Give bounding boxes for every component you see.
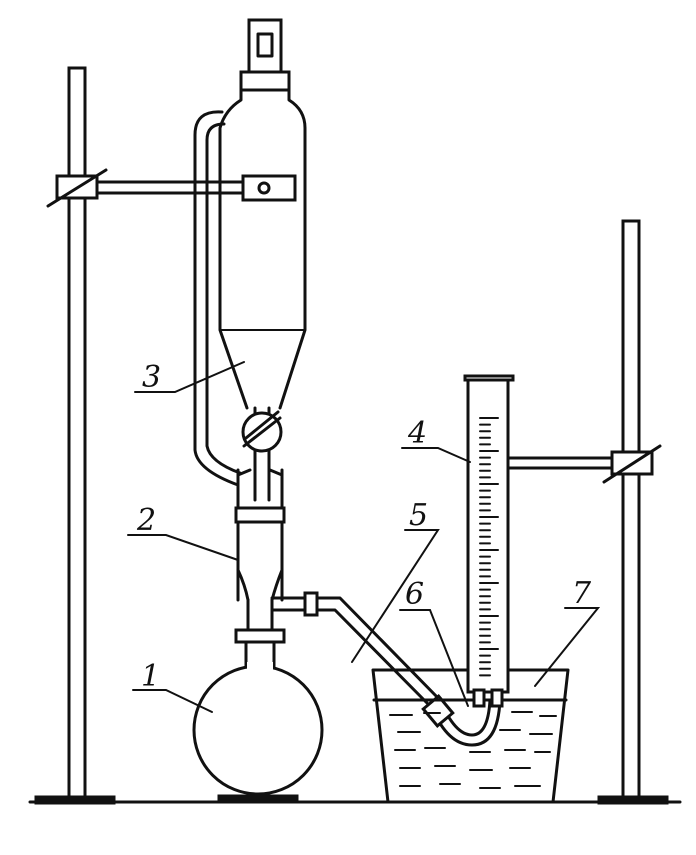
outlet-connector	[303, 591, 319, 617]
equalizing-tube-inner	[205, 122, 242, 475]
label-bath: 7	[572, 576, 592, 611]
right-stand-rod	[621, 219, 641, 801]
water-surface-lines	[389, 711, 557, 789]
flask-bulb	[192, 664, 324, 796]
adapter-joint	[234, 506, 286, 524]
flask-joint	[234, 628, 286, 644]
right-clamp-screw	[602, 444, 662, 484]
label-funnel: 3	[142, 360, 161, 395]
gas-burette	[463, 374, 515, 708]
right-stand-base	[597, 795, 669, 805]
left-stand-base	[34, 795, 116, 805]
label-adapter: 2	[136, 503, 156, 538]
adapter	[234, 468, 319, 632]
flask-stand	[217, 794, 299, 804]
burette-scale	[479, 417, 499, 677]
leader-lines	[127, 361, 601, 713]
tube-connector	[421, 694, 455, 728]
label-burette: 4	[407, 416, 427, 451]
label-joint: 6	[405, 577, 424, 612]
round-flask	[192, 628, 324, 804]
left-clamp-screw	[46, 168, 108, 208]
funnel-neck	[239, 70, 291, 92]
dropping-funnel	[218, 18, 307, 502]
funnel-stopper	[247, 18, 283, 74]
funnel-body	[218, 88, 307, 410]
left-stand	[34, 66, 297, 805]
label-tube: 5	[409, 498, 428, 533]
label-flask: 1	[141, 659, 160, 694]
equalizing-tube-outer	[193, 110, 240, 487]
right-stand	[474, 219, 669, 805]
